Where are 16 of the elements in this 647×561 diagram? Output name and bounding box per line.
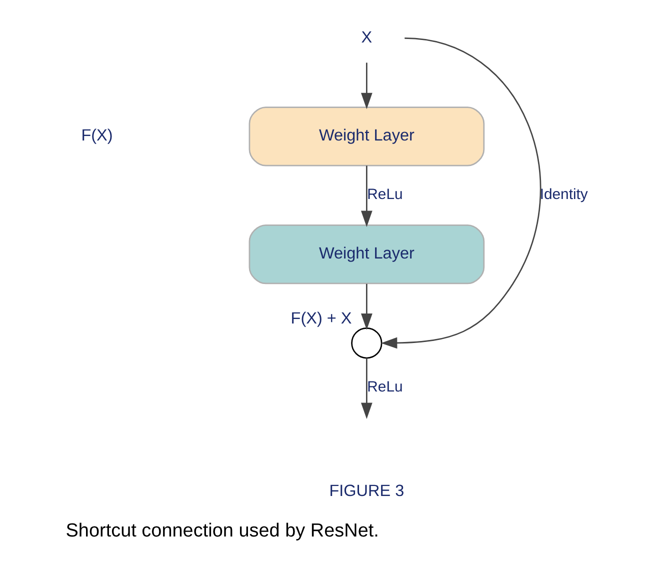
node-box: Weight Layer bbox=[248, 106, 484, 166]
node-text: X bbox=[360, 28, 372, 46]
node-box: Weight Layer bbox=[248, 224, 484, 284]
label: F(X) bbox=[80, 126, 112, 145]
edge-label: Identity bbox=[539, 187, 588, 204]
edge-label: ReLu bbox=[366, 187, 402, 204]
arrow bbox=[360, 284, 372, 330]
node-circle bbox=[350, 328, 382, 359]
arrow bbox=[360, 62, 372, 110]
caption: Shortcut connection used by ResNet. bbox=[65, 520, 378, 542]
edge-label: ReLu bbox=[366, 380, 402, 396]
label: FIGURE 3 bbox=[328, 482, 404, 500]
arrow bbox=[360, 166, 372, 228]
arrow bbox=[360, 358, 372, 420]
node-label: F(X) + X bbox=[290, 310, 352, 328]
arrow bbox=[380, 38, 540, 349]
